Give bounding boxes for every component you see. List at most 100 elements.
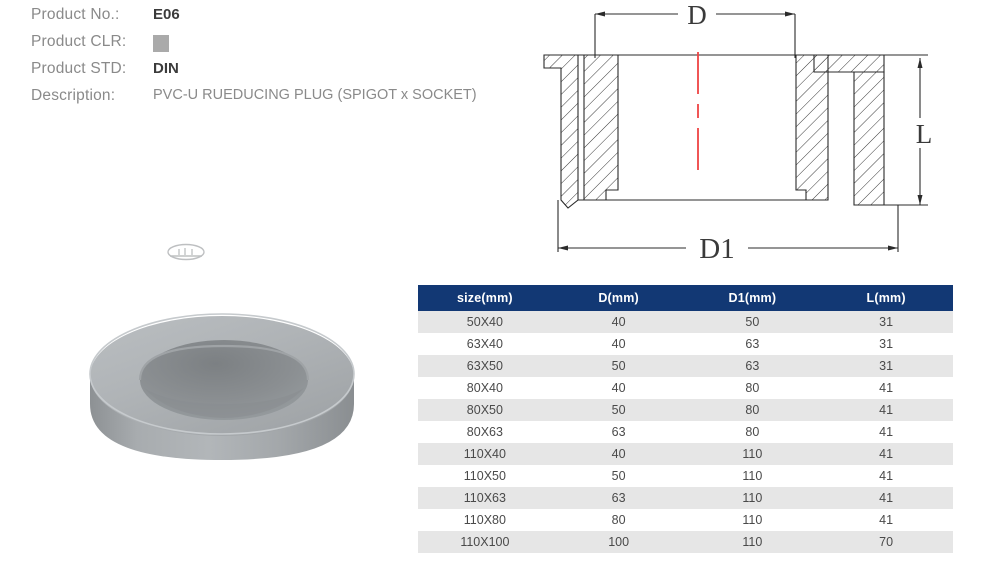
- table-header-size: size(mm): [418, 285, 552, 311]
- table-cell-size: 50X40: [418, 311, 552, 333]
- table-cell-l: 31: [819, 333, 953, 355]
- table-cell-size: 80X63: [418, 421, 552, 443]
- spec-row-description: Description: PVC-U RUEDUCING PLUG (SPIGO…: [31, 86, 511, 106]
- table-cell-d1: 110: [685, 509, 820, 531]
- table-cell-d1: 80: [685, 421, 820, 443]
- product-photo: [52, 228, 392, 488]
- spec-row-product-std: Product STD: DIN: [31, 59, 511, 79]
- cad-drawing-svg: D D1 L: [543, 0, 946, 265]
- table-cell-l: 41: [819, 377, 953, 399]
- spec-label-product-no: Product No.:: [31, 6, 120, 23]
- table-cell-d: 63: [551, 487, 686, 509]
- table-cell-d: 50: [551, 355, 686, 377]
- product-photo-svg: [89, 243, 355, 460]
- dim-label-l: L: [916, 119, 933, 149]
- table-cell-d1: 63: [685, 333, 820, 355]
- table-cell-d: 40: [551, 333, 686, 355]
- table-cell-size: 63X50: [418, 355, 552, 377]
- table-cell-l: 41: [819, 487, 953, 509]
- table-cell-d: 50: [551, 399, 686, 421]
- table-header-row: size(mm) D(mm) D1(mm) L(mm): [418, 285, 953, 311]
- dim-d-label-bg: [678, 2, 716, 26]
- table-cell-d: 40: [551, 311, 686, 333]
- dim-d1-arrow-left: [558, 245, 568, 251]
- table-cell-l: 41: [819, 509, 953, 531]
- dim-d1-label-bg: [686, 232, 748, 260]
- product-bore: [140, 340, 308, 420]
- spec-value-description: PVC-U RUEDUCING PLUG (SPIGOT x SOCKET): [153, 87, 477, 103]
- table-cell-size: 110X80: [418, 509, 552, 531]
- table-cell-d1: 80: [685, 399, 820, 421]
- dim-d-arrow-left: [595, 11, 605, 17]
- section-right-inner-wall: [795, 54, 829, 201]
- table-cell-size: 80X40: [418, 377, 552, 399]
- table-cell-d: 80: [551, 509, 686, 531]
- spec-label-description: Description:: [31, 87, 116, 104]
- section-right-outer-wall: [853, 71, 885, 206]
- cad-cross-section-drawing: D D1 L: [528, 0, 984, 272]
- table-header-d: D(mm): [551, 285, 686, 311]
- color-swatch: [153, 34, 169, 52]
- table-cell-d1: 63: [685, 355, 820, 377]
- dim-label-d1: D1: [699, 233, 734, 265]
- spec-value-product-no: E06: [153, 6, 180, 23]
- table-cell-d: 100: [551, 531, 686, 553]
- table-cell-l: 41: [819, 421, 953, 443]
- embossed-logo-icon: [167, 243, 205, 261]
- dim-label-d: D: [687, 0, 707, 30]
- product-spec-list: Product No.: E06 Product CLR: Product ST…: [31, 5, 511, 113]
- dim-l-arrow-top: [917, 58, 923, 68]
- table-cell-d1: 80: [685, 377, 820, 399]
- product-bore-shadow: [144, 388, 304, 418]
- table-cell-d: 50: [551, 465, 686, 487]
- table-cell-l: 41: [819, 399, 953, 421]
- table-cell-size: 110X63: [418, 487, 552, 509]
- table-header-d1: D1(mm): [685, 285, 820, 311]
- product-bore-rim: [138, 344, 310, 381]
- product-flange-edge: [89, 313, 355, 435]
- table-cell-l: 31: [819, 355, 953, 377]
- dim-d-arrow-right: [785, 11, 795, 17]
- section-left-inner-wall: [583, 54, 619, 201]
- table-cell-l: 70: [819, 531, 953, 553]
- table-cell-d: 40: [551, 443, 686, 465]
- table-header-l: L(mm): [819, 285, 953, 311]
- table-cell-d1: 50: [685, 311, 820, 333]
- dim-l-arrow-bottom: [917, 195, 923, 205]
- section-left-outer-wall: [543, 54, 579, 209]
- spec-row-product-no: Product No.: E06: [31, 5, 511, 25]
- table-cell-d1: 110: [685, 531, 820, 553]
- table-cell-d1: 110: [685, 487, 820, 509]
- table-cell-size: 110X50: [418, 465, 552, 487]
- table-cell-d1: 110: [685, 465, 820, 487]
- table-cell-l: 31: [819, 311, 953, 333]
- dim-d1-arrow-right: [888, 245, 898, 251]
- table-cell-size: 80X50: [418, 399, 552, 421]
- spec-label-product-std: Product STD:: [31, 60, 127, 77]
- spec-row-product-clr: Product CLR:: [31, 32, 511, 52]
- table-cell-size: 110X100: [418, 531, 552, 553]
- table-cell-size: 110X40: [418, 443, 552, 465]
- table-cell-d: 63: [551, 421, 686, 443]
- table-cell-d1: 110: [685, 443, 820, 465]
- dim-l-label-bg: [906, 118, 946, 148]
- table-cell-l: 41: [819, 443, 953, 465]
- table-cell-size: 63X40: [418, 333, 552, 355]
- spec-value-product-std: DIN: [153, 60, 179, 77]
- spec-label-product-clr: Product CLR:: [31, 33, 127, 50]
- table-cell-l: 41: [819, 465, 953, 487]
